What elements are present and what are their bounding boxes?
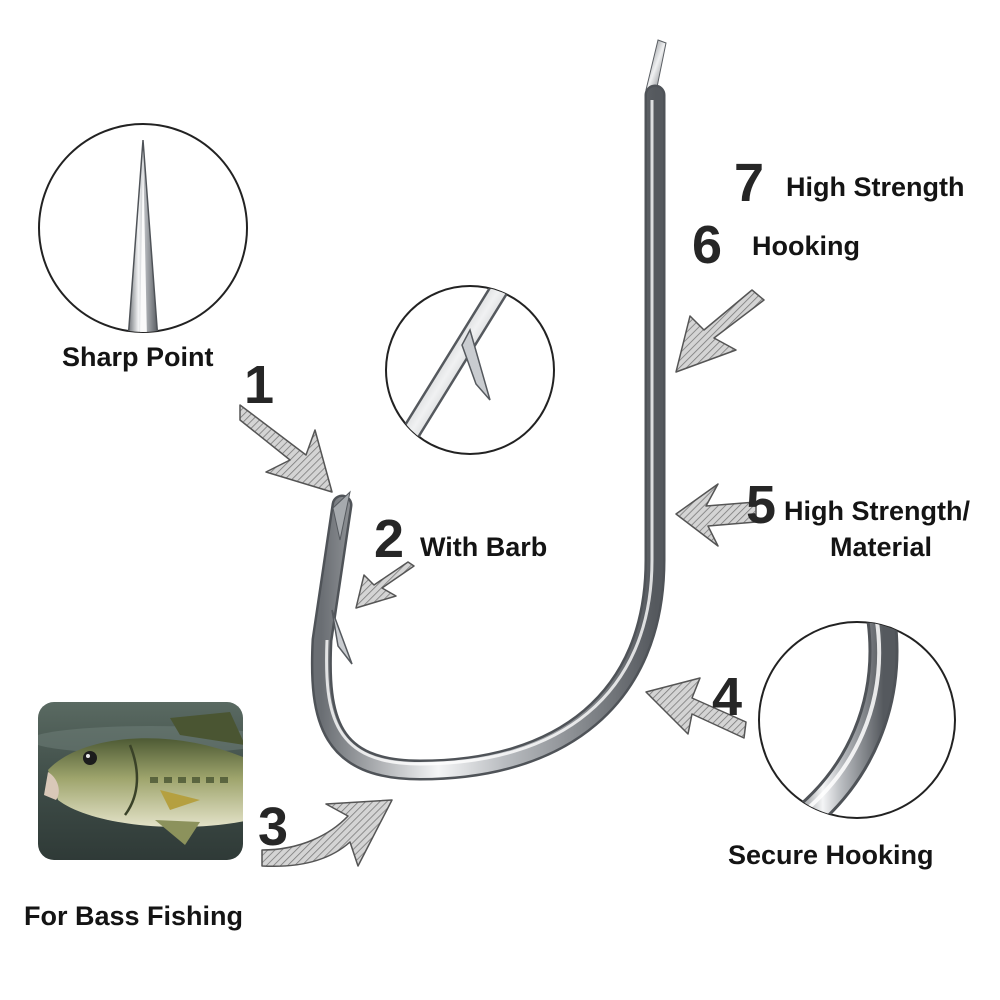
arrow-3-icon — [261, 799, 393, 868]
label-high-strength-material-line2: Material — [830, 532, 933, 562]
sharp-point-detail — [38, 123, 248, 333]
bend-detail — [758, 621, 956, 819]
arrow-5-icon — [675, 483, 757, 547]
barb-detail — [385, 285, 555, 455]
label-for-bass-fishing: For Bass Fishing — [24, 901, 244, 931]
arrow-4-icon — [645, 677, 747, 739]
label-high-strength: High Strength — [786, 172, 965, 202]
callout-number-5: 5 — [746, 475, 777, 535]
callout-number-6: 6 — [692, 215, 723, 275]
arrow-2-icon — [355, 561, 415, 609]
callout-number-7: 7 — [734, 153, 765, 213]
callout-number-3: 3 — [258, 797, 289, 857]
arrow-6-icon — [675, 289, 765, 373]
callout-number-2: 2 — [374, 509, 405, 569]
label-hooking: Hooking — [752, 231, 860, 261]
callout-number-4: 4 — [712, 667, 743, 727]
bass-fish-photo — [38, 702, 243, 860]
label-sharp-point: Sharp Point — [62, 342, 214, 372]
label-secure-hooking: Secure Hooking — [728, 840, 934, 870]
label-with-barb: With Barb — [420, 532, 548, 562]
arrow-1-icon — [239, 404, 333, 493]
callout-number-1: 1 — [244, 355, 275, 415]
label-high-strength-material-line1: High Strength/ — [784, 496, 970, 526]
fishing-hook-icon — [310, 39, 667, 781]
